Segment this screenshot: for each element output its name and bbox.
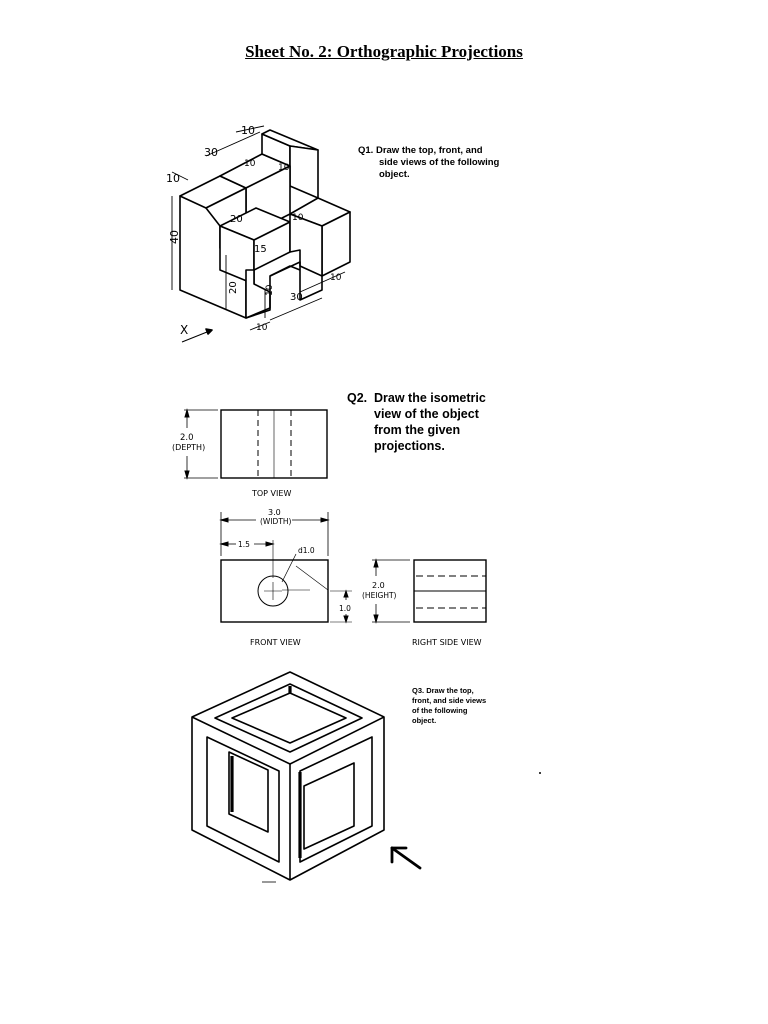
q1-line-2: side views of the following [379,157,500,168]
q3-line-1: Draw the top, [426,686,474,695]
q3-line-4: object. [412,716,437,725]
q2-height-offset-label: 1.0 [339,604,351,613]
sheet-title: Sheet No. 2: Orthographic Projections [245,42,523,61]
q1-dim-10-a: 10 [244,159,256,169]
q1-dim-10-left: 10 [166,172,180,185]
q1-line-1: Draw the top, front, and [375,145,483,156]
q1-dim-40: 40 [168,230,181,244]
q2-line-3: from the given [374,423,461,437]
q2-offset-label: 1.5 [238,540,250,549]
q1-instructions: Q1. Draw the top, front, and side views … [358,145,528,181]
q2-line-4: projections. [374,439,445,453]
q3-cube-frame-drawing [191,671,385,881]
q1-dim-20-top: 20 [230,214,243,225]
q3-line-2: front, and side views [412,696,487,705]
q1-dim-10-right: 10 [330,273,342,283]
q1-dim-10-b: 10 [278,163,290,173]
q2-top-view-label: TOP VIEW [251,489,291,498]
q2-instructions: Q2. Draw the isometric view of the object… [347,390,497,454]
stray-mark [539,772,541,774]
q1-isometric-drawing [171,125,351,343]
q2-width-value: 3.0 [268,508,281,517]
q2-number: Q2. [347,391,368,405]
viewing-direction-arrow-icon [390,846,422,870]
q1-dim-10-top: 10 [241,124,255,137]
q1-number: Q1. [358,145,374,156]
q1-dim-10-mid: 10 [292,213,304,223]
q2-front-view [219,512,352,624]
q2-front-view-label: FRONT VIEW [250,638,301,647]
q2-line-2: view of the object [374,407,479,421]
q1-dim-10-bot-b: 10 [256,323,268,333]
q3-instructions: Q3. Draw the top, front, and side views … [412,686,512,726]
q2-depth-value: 2.0 [180,433,194,443]
q1-axis-label: X [180,323,188,337]
q3-inner-edges [230,686,302,858]
q1-dimension-labels: 10 30 10 10 10 20 10 15 40 20 10 30 10 1… [166,124,342,337]
q1-dim-10-bot-a: 10 [265,284,275,296]
q2-height-value: 2.0 [372,581,385,590]
q3-number: Q3. [412,686,425,695]
q2-height-label: (HEIGHT) [362,591,397,600]
q2-right-side-view [372,558,487,624]
q2-line-1: Draw the isometric [374,391,486,405]
q1-dim-30-bot: 30 [290,292,303,303]
q1-dim-20-left: 20 [228,281,239,294]
q1-dim-30: 30 [204,146,218,159]
q2-side-view-label: RIGHT SIDE VIEW [412,638,482,647]
q2-width-label: (WIDTH) [260,517,292,526]
q1-line-3: object. [379,169,410,180]
q3-line-3: of the following [412,706,468,715]
q2-diameter-label: d1.0 [298,546,315,555]
q2-top-view [184,408,328,480]
q2-depth-label: (DEPTH) [172,443,205,452]
q1-dim-15: 15 [254,244,267,255]
